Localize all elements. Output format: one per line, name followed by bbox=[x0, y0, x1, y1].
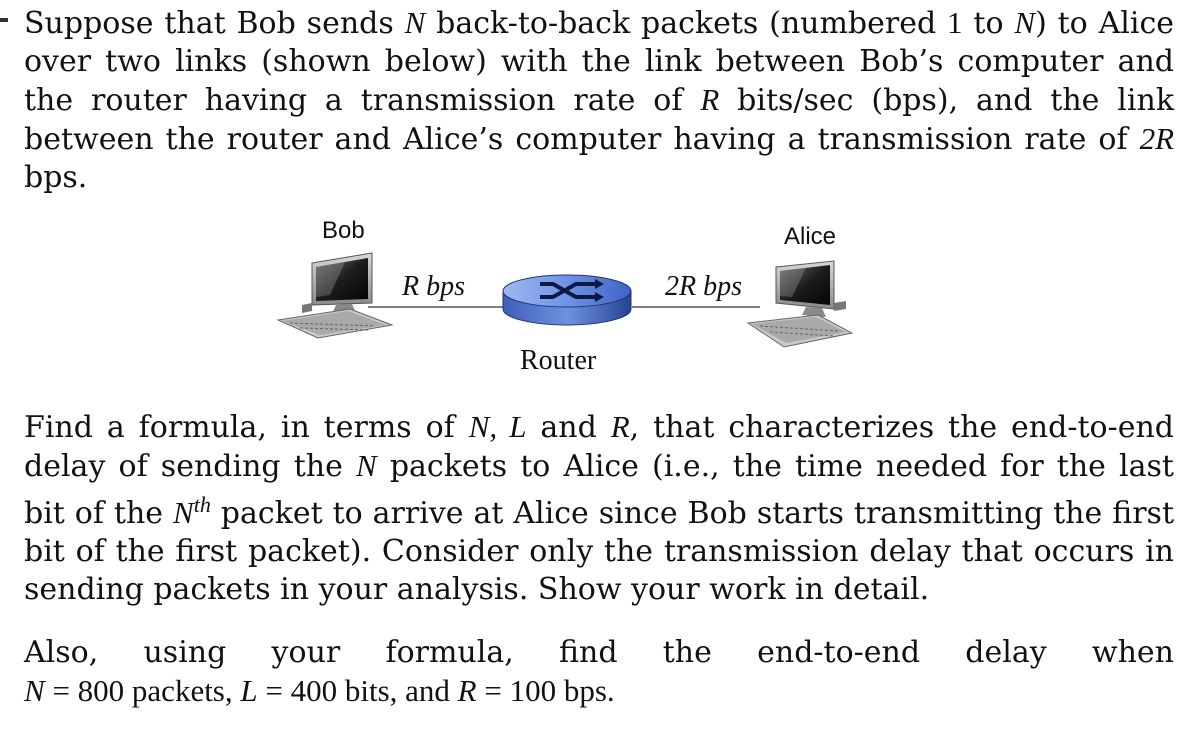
bob-label: Bob bbox=[322, 217, 365, 244]
var-r: R bbox=[457, 673, 477, 708]
ordinal-superscript: th bbox=[193, 492, 211, 517]
var-n: N bbox=[173, 495, 194, 530]
network-diagram: Bob Alice R bps 2R bps Router bbox=[0, 205, 1185, 395]
intro-paragraph: Suppose that Bob sends N back-to-back pa… bbox=[24, 4, 1174, 197]
var-n: N bbox=[404, 5, 426, 40]
link2-rate-text: 2R bps bbox=[665, 271, 742, 302]
question-text: , that characterizes the end-to-end dela… bbox=[24, 410, 1175, 484]
intro-text: bits/sec (bps), and the link between the… bbox=[24, 83, 1174, 157]
intro-text: Suppose that Bob sends bbox=[24, 6, 405, 41]
var-n: N bbox=[356, 448, 377, 483]
var-n: N bbox=[24, 673, 45, 708]
var-r: R bbox=[700, 82, 720, 117]
also-line-2: N = 800 packets, L = 400 bits, and R = 1… bbox=[24, 672, 1174, 711]
link1-rate-label: R bps bbox=[402, 271, 465, 303]
n-value: = 800 packets, bbox=[44, 673, 241, 708]
alice-computer-icon bbox=[746, 260, 854, 348]
r-value: = 100 bps. bbox=[476, 673, 615, 708]
var-n-l: N, L bbox=[468, 409, 527, 444]
var-l: L bbox=[240, 673, 258, 708]
link1-rate-text: R bps bbox=[402, 271, 465, 302]
question-text: Find a formula, in terms of bbox=[24, 410, 469, 445]
intro-text: to bbox=[962, 6, 1015, 41]
link2-rate-label: 2R bps bbox=[665, 271, 742, 303]
var-2r: 2R bbox=[1139, 121, 1174, 156]
question-text: and bbox=[526, 410, 611, 445]
also-paragraph: Also, using your formula, find the end-t… bbox=[24, 634, 1174, 711]
number-one: 1 bbox=[947, 5, 963, 40]
var-r: R bbox=[610, 409, 630, 444]
diagram-graphics bbox=[276, 252, 854, 348]
intro-text: bps. bbox=[24, 160, 88, 195]
question-text: packets to Alice (i.e., the time needed … bbox=[24, 449, 1174, 531]
bob-computer-icon bbox=[276, 252, 394, 339]
var-n: N bbox=[1014, 5, 1036, 40]
question-text: packet to arrive at Alice since Bob star… bbox=[24, 496, 1175, 607]
intro-text: back-to-back packets (numbered bbox=[425, 6, 948, 41]
alice-label: Alice bbox=[784, 223, 837, 250]
l-value: = 400 bits, and bbox=[257, 673, 458, 708]
router-label: Router bbox=[520, 345, 597, 376]
margin-mark bbox=[0, 18, 8, 22]
intro-text: ) to Alice over two links (shown below) … bbox=[24, 6, 1174, 118]
question-paragraph: Find a formula, in terms of N, L and R, … bbox=[24, 408, 1174, 609]
also-line-1: Also, using your formula, find the end-t… bbox=[24, 635, 1174, 670]
router-icon bbox=[502, 274, 632, 326]
